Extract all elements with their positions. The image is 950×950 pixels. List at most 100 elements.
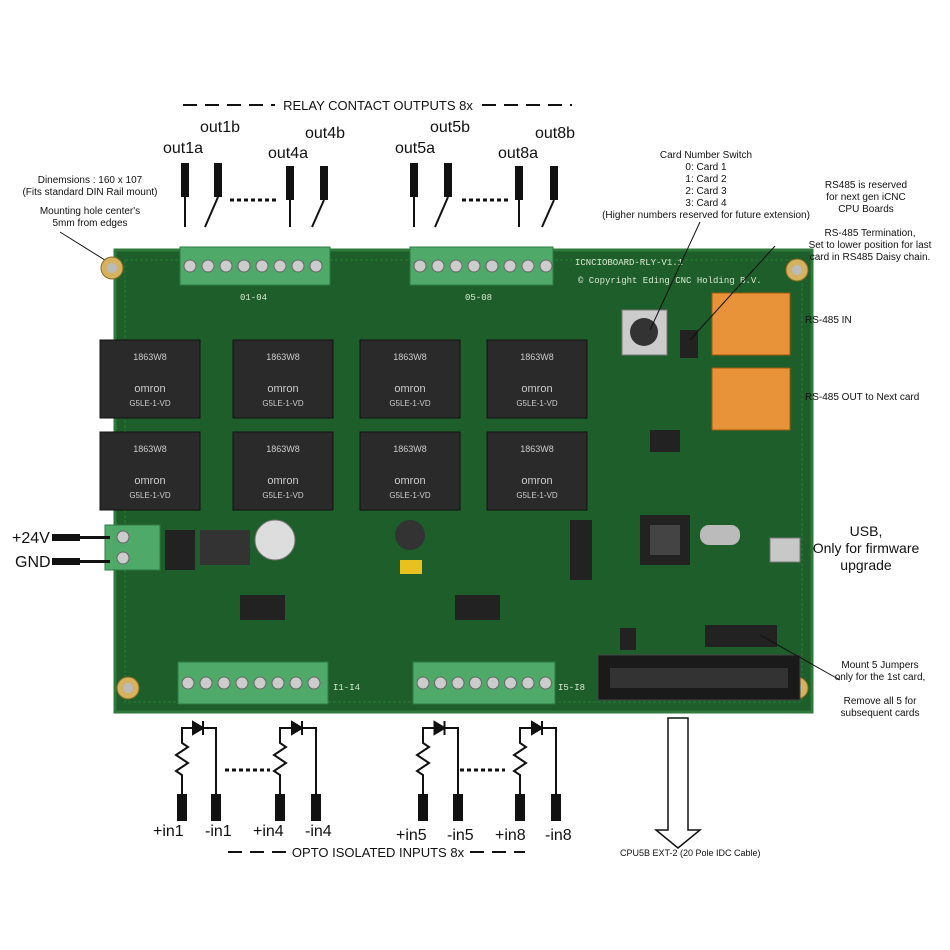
relay-code: 1863W8 <box>133 444 167 454</box>
board-copyright: © Copyright Eding CNC Holding B.V. <box>578 276 762 286</box>
terminal-screw[interactable] <box>539 676 552 690</box>
relay-code: 1863W8 <box>520 444 554 454</box>
terminal-screw[interactable] <box>219 259 233 273</box>
outputs-title: RELAY CONTACT OUTPUTS 8x <box>283 98 473 113</box>
rs485-reserved-text: CPU Boards <box>838 204 894 215</box>
terminal-screw[interactable] <box>431 259 445 273</box>
terminal-screw[interactable] <box>485 259 499 273</box>
relay-code: 1863W8 <box>266 444 300 454</box>
terminal-screw[interactable] <box>539 259 553 273</box>
terminal-screw[interactable] <box>271 676 285 690</box>
relay-model: G5LE-1-VD <box>262 491 304 500</box>
terminal-screw[interactable] <box>291 259 305 273</box>
terminal-screw[interactable] <box>413 259 427 273</box>
rs485-in-connector[interactable] <box>711 292 791 356</box>
block-label: I1-I4 <box>333 683 360 693</box>
mounting-text: Mounting hole center's <box>40 206 140 217</box>
usb-connector[interactable] <box>769 537 801 563</box>
terminal-screw[interactable] <box>469 676 482 690</box>
input-label: -in8 <box>545 827 572 844</box>
terminal-screw[interactable] <box>235 676 249 690</box>
terminal-screw[interactable] <box>416 676 430 690</box>
termination-text: card in RS485 Daisy chain. <box>810 252 931 263</box>
relay-model: G5LE-1-VD <box>262 399 304 408</box>
output-label: out8b <box>535 125 575 142</box>
power-label-gnd: GND <box>15 554 51 571</box>
pcb-board: ICNCIOBOARD-RLY-V1.1 © Copyright Eding C… <box>99 246 814 714</box>
output-label: out5a <box>395 140 435 157</box>
input-label: -in4 <box>305 823 332 840</box>
terminal-screw[interactable] <box>237 259 251 273</box>
dimensions-text: Dinemsions : 160 x 107 <box>38 175 143 186</box>
terminal-screw[interactable] <box>434 676 447 690</box>
terminal-screw[interactable] <box>467 259 481 273</box>
terminal-screw[interactable] <box>504 676 517 690</box>
relay-brand: omron <box>267 475 298 487</box>
termination-jumper[interactable] <box>680 330 698 358</box>
rs485-in-label: RS-485 IN <box>805 315 852 326</box>
card-switch-text: 2: Card 3 <box>685 186 727 197</box>
relay-code: 1863W8 <box>520 352 554 362</box>
dimensions-text: (Fits standard DIN Rail mount) <box>22 187 157 198</box>
rs485-reserved-text: for next gen iCNC <box>826 192 905 203</box>
board-name: ICNCIOBOARD-RLY-V1.1 <box>575 258 683 268</box>
input-label: -in5 <box>447 827 474 844</box>
card-switch-text: 1: Card 2 <box>685 174 727 185</box>
terminal-screw[interactable] <box>217 676 231 690</box>
usb-text: Only for firmware <box>813 540 920 556</box>
relay-model: G5LE-1-VD <box>516 491 558 500</box>
terminal-screw[interactable] <box>273 259 287 273</box>
termination-text: Set to lower position for last <box>809 240 932 251</box>
input-label: +in1 <box>153 823 184 840</box>
terminal-screw[interactable] <box>183 259 197 273</box>
terminal-screw[interactable] <box>181 676 195 690</box>
terminal-screw[interactable] <box>199 676 213 690</box>
mounting-text: 5mm from edges <box>52 218 127 229</box>
terminal-screw[interactable] <box>309 259 323 273</box>
terminal-screw[interactable] <box>201 259 215 273</box>
output-label: out4b <box>305 125 345 142</box>
terminal-screw[interactable] <box>307 676 321 690</box>
card-switch-text: (Higher numbers reserved for future exte… <box>602 210 810 221</box>
block-label: 01-04 <box>240 293 267 303</box>
terminal-screw[interactable] <box>503 259 517 273</box>
rs485-out-connector[interactable] <box>711 367 791 431</box>
relay-code: 1863W8 <box>133 352 167 362</box>
relay-model: G5LE-1-VD <box>389 491 431 500</box>
output-label: out1a <box>163 140 203 157</box>
terminal-screw[interactable] <box>521 259 535 273</box>
relay-code: 1863W8 <box>393 352 427 362</box>
jumpers-text: Mount 5 Jumpers <box>841 660 918 671</box>
terminal-screw[interactable] <box>451 676 465 690</box>
terminal-screw[interactable] <box>255 259 269 273</box>
terminal-screw[interactable] <box>449 259 463 273</box>
relay-brand: omron <box>134 475 165 487</box>
power-label-24v: +24V <box>12 530 50 547</box>
block-label: 05-08 <box>465 293 492 303</box>
relay-brand: omron <box>521 475 552 487</box>
relay-brand: omron <box>521 383 552 395</box>
terminal-screw[interactable] <box>486 676 500 690</box>
terminal-screw[interactable] <box>253 676 267 690</box>
relay-brand: omron <box>394 383 425 395</box>
block-label: I5-I8 <box>558 683 585 693</box>
output-label: out4a <box>268 145 308 162</box>
relay-model: G5LE-1-VD <box>129 399 171 408</box>
jumper-header[interactable] <box>705 625 777 647</box>
down-arrow-icon <box>653 717 703 849</box>
rs485-out-label: RS-485 OUT to Next card <box>805 392 919 403</box>
output-label: out8a <box>498 145 538 162</box>
jumpers-text: subsequent cards <box>841 708 920 719</box>
relay-code: 1863W8 <box>266 352 300 362</box>
terminal-screw[interactable] <box>289 676 303 690</box>
terminal-screw[interactable] <box>521 676 535 690</box>
relay-brand: omron <box>134 383 165 395</box>
